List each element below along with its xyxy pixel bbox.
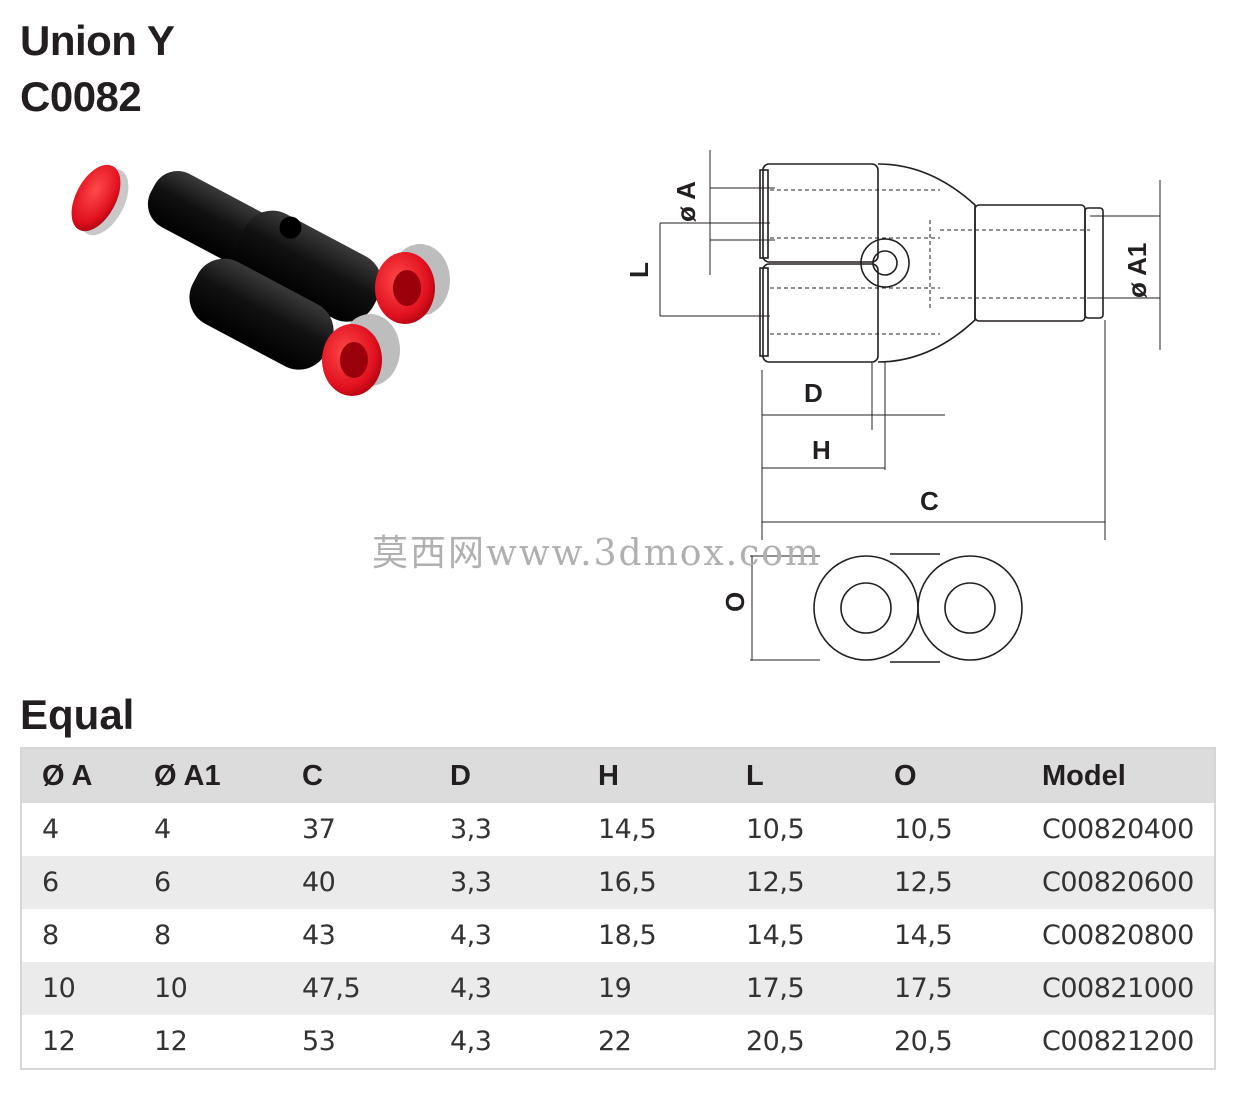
- cell-a: 6: [21, 856, 134, 909]
- cell-c: 37: [282, 803, 430, 856]
- col-header-model: Model: [1022, 748, 1215, 803]
- section-title: Equal: [20, 691, 135, 738]
- table-row: 6 6 40 3,3 16,5 12,5 12,5 C00820600: [21, 856, 1215, 909]
- cell-a1: 6: [134, 856, 282, 909]
- cell-model: C00821200: [1022, 1015, 1215, 1069]
- cell-o: 14,5: [874, 909, 1022, 962]
- cell-l: 20,5: [726, 1015, 874, 1069]
- dimensions-table: Ø A Ø A1 C D H L O Model 4 4 37 3,3 14,5…: [20, 747, 1216, 1070]
- cell-h: 18,5: [578, 909, 726, 962]
- cell-model: C00820600: [1022, 856, 1215, 909]
- cell-model: C00820800: [1022, 909, 1215, 962]
- cell-a: 12: [21, 1015, 134, 1069]
- cell-a1: 8: [134, 909, 282, 962]
- cell-c: 53: [282, 1015, 430, 1069]
- cell-d: 4,3: [430, 909, 578, 962]
- col-header-a1: Ø A1: [134, 748, 282, 803]
- cell-model: C00820400: [1022, 803, 1215, 856]
- label-dim-a1: ø A1: [1122, 243, 1152, 298]
- table-row: 12 12 53 4,3 22 20,5 20,5 C00821200: [21, 1015, 1215, 1069]
- cell-a: 8: [21, 909, 134, 962]
- table-row: 4 4 37 3,3 14,5 10,5 10,5 C00820400: [21, 803, 1215, 856]
- label-dim-d: D: [804, 378, 823, 408]
- label-dim-c: C: [920, 486, 939, 516]
- table-row: 8 8 43 4,3 18,5 14,5 14,5 C00820800: [21, 909, 1215, 962]
- cell-l: 14,5: [726, 909, 874, 962]
- col-header-h: H: [578, 748, 726, 803]
- cell-l: 10,5: [726, 803, 874, 856]
- label-dim-h: H: [812, 435, 831, 465]
- label-dim-o: O: [720, 592, 750, 612]
- table-header-row: Ø A Ø A1 C D H L O Model: [21, 748, 1215, 803]
- cell-o: 10,5: [874, 803, 1022, 856]
- table-row: 10 10 47,5 4,3 19 17,5 17,5 C00821000: [21, 962, 1215, 1015]
- product-code: C0082: [20, 73, 142, 120]
- watermark-text: 莫西网www.3dmox.com: [372, 533, 822, 574]
- cell-d: 4,3: [430, 1015, 578, 1069]
- cell-c: 47,5: [282, 962, 430, 1015]
- cell-model: C00821000: [1022, 962, 1215, 1015]
- label-dim-l: L: [624, 262, 654, 278]
- cell-a1: 4: [134, 803, 282, 856]
- col-header-d: D: [430, 748, 578, 803]
- cell-l: 12,5: [726, 856, 874, 909]
- col-header-l: L: [726, 748, 874, 803]
- cell-h: 16,5: [578, 856, 726, 909]
- cell-h: 19: [578, 962, 726, 1015]
- cell-h: 22: [578, 1015, 726, 1069]
- cell-h: 14,5: [578, 803, 726, 856]
- cell-o: 20,5: [874, 1015, 1022, 1069]
- cell-c: 43: [282, 909, 430, 962]
- technical-drawing: ø A L ø A1 D H C O: [624, 150, 1161, 663]
- cell-d: 4,3: [430, 962, 578, 1015]
- cell-d: 3,3: [430, 803, 578, 856]
- cell-o: 17,5: [874, 962, 1022, 1015]
- cell-a: 10: [21, 962, 134, 1015]
- col-header-o: O: [874, 748, 1022, 803]
- product-photo: [71, 164, 450, 396]
- label-dim-a: ø A: [671, 181, 701, 222]
- col-header-c: C: [282, 748, 430, 803]
- cell-a1: 12: [134, 1015, 282, 1069]
- cell-a: 4: [21, 803, 134, 856]
- product-title: Union Y: [20, 17, 175, 64]
- cell-o: 12,5: [874, 856, 1022, 909]
- cell-l: 17,5: [726, 962, 874, 1015]
- cell-a1: 10: [134, 962, 282, 1015]
- cell-c: 40: [282, 856, 430, 909]
- col-header-a: Ø A: [21, 748, 134, 803]
- cell-d: 3,3: [430, 856, 578, 909]
